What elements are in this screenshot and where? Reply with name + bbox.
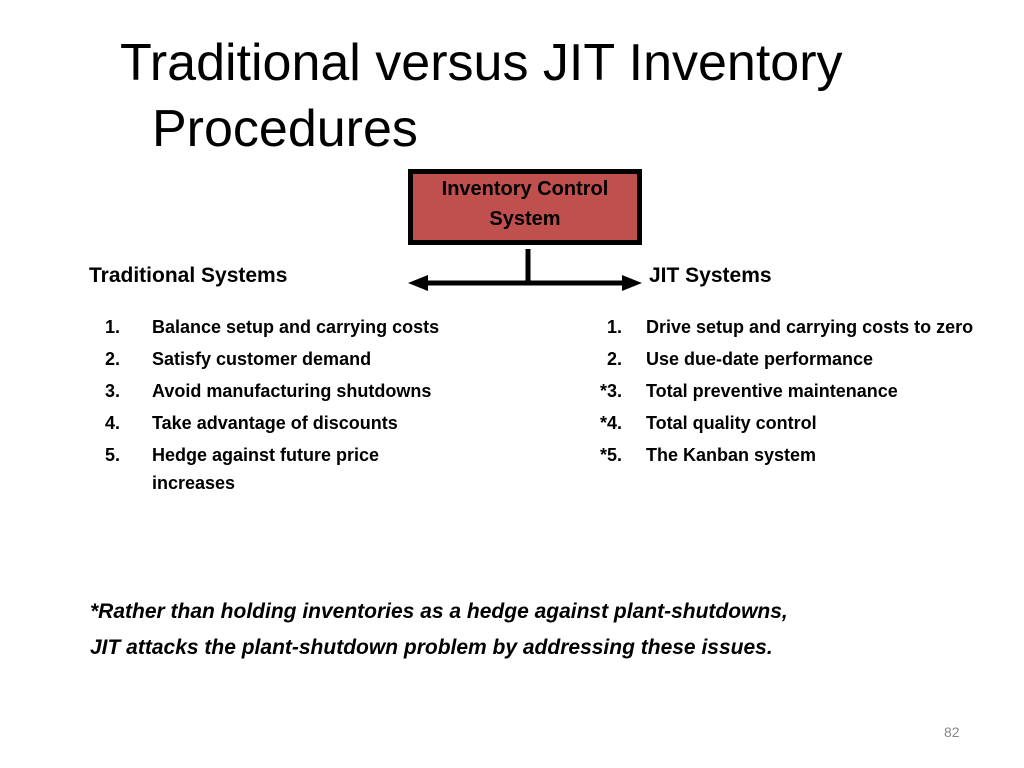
footnote-line-1: *Rather than holding inventories as a he… — [90, 600, 788, 623]
left-arrowhead — [408, 275, 428, 291]
list-item: 2. Use due-date performance — [596, 345, 976, 373]
item-number: 2. — [104, 349, 120, 369]
list-item: 1. Drive setup and carrying costs to zer… — [596, 313, 976, 341]
item-number: *4. — [599, 413, 622, 433]
item-number: 1. — [606, 317, 622, 337]
traditional-systems-heading: Traditional Systems — [89, 264, 288, 287]
item-number: 3. — [104, 381, 120, 401]
title-line-2: Procedures — [152, 100, 418, 158]
list-item: *5. The Kanban system — [596, 441, 976, 469]
traditional-systems-list: 1. Balance setup and carrying costs 2. S… — [100, 313, 500, 501]
item-text: Avoid manufacturing shutdowns — [152, 381, 432, 401]
list-item: 5. Hedge against future price increases — [100, 441, 420, 497]
list-item: 4. Take advantage of discounts — [100, 409, 500, 437]
jit-systems-heading: JIT Systems — [649, 264, 772, 287]
list-item: 2. Satisfy customer demand — [100, 345, 500, 373]
list-item: 1. Balance setup and carrying costs — [100, 313, 500, 341]
list-item: 3. Avoid manufacturing shutdowns — [100, 377, 500, 405]
item-number: 2. — [606, 349, 622, 369]
page-number: 82 — [944, 724, 960, 740]
branch-connector — [408, 249, 642, 291]
item-text: Balance setup and carrying costs — [152, 317, 440, 337]
item-text: Total quality control — [646, 413, 817, 433]
inventory-control-system-box: Inventory Control System — [408, 169, 642, 245]
title-line-1: Traditional versus JIT Inventory — [120, 34, 843, 92]
slide-title: Traditional versus JIT Inventory Procedu… — [120, 30, 1000, 162]
item-text: Hedge against future price increases — [152, 445, 380, 493]
item-number: 4. — [104, 413, 120, 433]
list-item: *4. Total quality control — [596, 409, 976, 437]
item-text: Total preventive maintenance — [646, 381, 898, 401]
footnote-line-2: JIT attacks the plant-shutdown problem b… — [90, 636, 773, 659]
item-number: *3. — [599, 381, 622, 401]
list-item: *3. Total preventive maintenance — [596, 377, 976, 405]
item-text: The Kanban system — [646, 445, 817, 465]
box-line-1: Inventory Control — [441, 178, 609, 200]
item-text: Use due-date performance — [646, 349, 874, 369]
item-text: Take advantage of discounts — [152, 413, 398, 433]
jit-systems-list: 1. Drive setup and carrying costs to zer… — [596, 313, 976, 473]
item-text: Drive setup and carrying costs to zero — [646, 317, 974, 337]
box-line-2: System — [489, 208, 561, 230]
item-number: 1. — [104, 317, 120, 337]
right-arrowhead — [622, 275, 642, 291]
item-number: *5. — [599, 445, 622, 465]
item-text: Satisfy customer demand — [152, 349, 372, 369]
footnote: *Rather than holding inventories as a he… — [90, 594, 950, 666]
item-number: 5. — [104, 445, 120, 465]
